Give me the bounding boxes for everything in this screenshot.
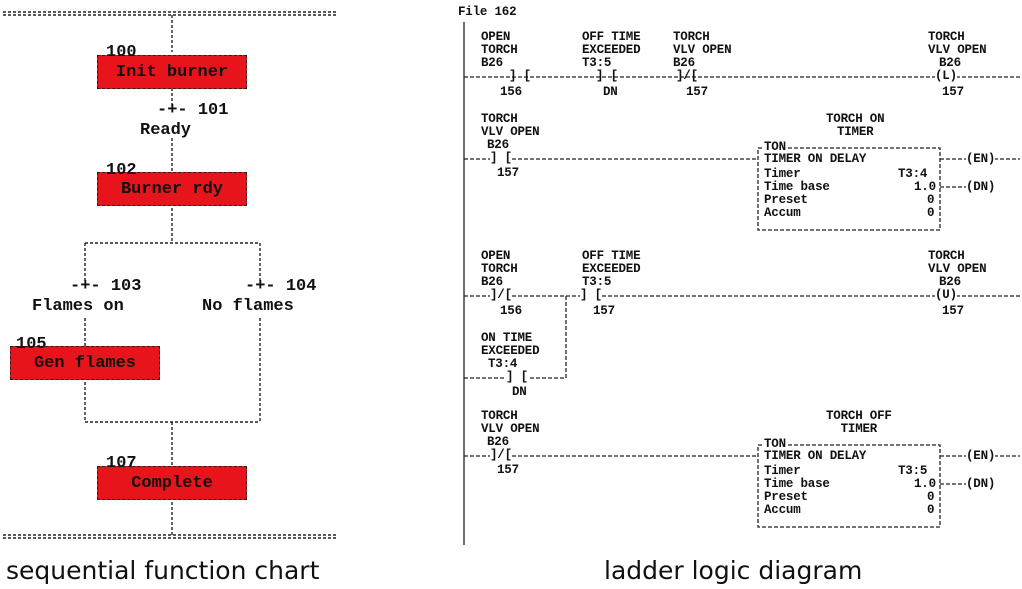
timer-title: TORCH ON TIMER [826, 112, 885, 139]
sfc-transition-104: -+- 104 [245, 277, 317, 296]
timer-param-label: Preset [764, 490, 808, 504]
sfc-transition-label: Ready [140, 121, 192, 140]
contact-symbol-xic: ] [ [490, 151, 512, 165]
sfc-step-label: Init burner [115, 62, 229, 82]
contact-description: TORCH VLV OPEN [673, 30, 732, 57]
sfc-transition-label: No flames [202, 297, 294, 316]
transition-number: 101 [197, 101, 229, 120]
timer-param-value: 1.0 [914, 477, 936, 491]
sfc-transition-103: -+- 103 [70, 277, 142, 296]
timer-param-label: Accum [764, 206, 801, 220]
contact-description: OFF TIME EXCEEDED [582, 30, 641, 57]
contact-address: B26 [487, 138, 509, 152]
contact-address: T3:4 [488, 357, 518, 371]
contact-bit: 157 [497, 166, 519, 180]
contact-bit: 157 [686, 85, 708, 99]
contact-address: T3:5 [582, 56, 612, 70]
sfc-step-label: Complete [131, 473, 213, 493]
coil-bit: 157 [942, 304, 964, 318]
sfc-step-burner-rdy: Burner rdy [97, 172, 247, 206]
timer-param-label: Time base [764, 180, 830, 194]
timer-output-en: (EN) [966, 152, 996, 166]
timer-param-value: 1.0 [914, 180, 936, 194]
timer-param-label: Timer [764, 464, 801, 478]
contact-symbol-xic: ] [ [509, 69, 531, 83]
contact-symbol-xio: ]/[ [676, 69, 698, 83]
timer-param-value: T3:5 [898, 464, 928, 478]
sfc-transition-label: Flames on [32, 297, 124, 316]
contact-bit: 157 [497, 463, 519, 477]
transition-number: 103 [110, 277, 142, 296]
contact-address: B26 [481, 275, 503, 289]
timer-param-value: T3:4 [898, 167, 928, 181]
contact-address: B26 [487, 435, 509, 449]
coil-description: TORCH VLV OPEN [928, 249, 987, 276]
contact-symbol-xio: ]/[ [490, 288, 512, 302]
coil-symbol-unlatch: (U) [935, 288, 957, 302]
timer-param-value: 0 [927, 490, 935, 504]
contact-symbol-xio: ]/[ [490, 448, 512, 462]
sfc-caption: sequential function chart [6, 556, 320, 585]
timer-instruction-name: TIMER ON DELAY [764, 152, 867, 166]
contact-description: OPEN TORCH [481, 30, 518, 57]
timer-title: TORCH OFF TIMER [826, 409, 892, 436]
sfc-step-label: Gen flames [33, 353, 137, 373]
contact-bit: 156 [500, 304, 522, 318]
sfc-transition-101: -+- 101 [157, 101, 229, 120]
coil-address: B26 [939, 275, 961, 289]
contact-bit: DN [512, 385, 527, 399]
sfc-step-number: 100 [106, 43, 137, 62]
sfc-step-number: 105 [16, 335, 47, 354]
timer-instruction-name: TIMER ON DELAY [764, 449, 867, 463]
ladder-file-label: File 162 [458, 5, 517, 19]
transition-number: 104 [285, 277, 317, 296]
contact-bit: 156 [500, 85, 522, 99]
sfc-step-number: 102 [106, 161, 137, 180]
timer-param-value: 0 [927, 503, 935, 517]
timer-param-value: 0 [927, 193, 935, 207]
sfc-step-number: 107 [106, 454, 137, 473]
contact-description: OFF TIME EXCEEDED [582, 249, 641, 276]
contact-description: OPEN TORCH [481, 249, 518, 276]
contact-symbol-xic: ] [ [506, 370, 528, 384]
contact-symbol-xic: ] [ [580, 288, 602, 302]
contact-bit: 157 [593, 304, 615, 318]
sfc-step-init-burner: Init burner [97, 55, 247, 89]
contact-symbol-xic: ] [ [596, 69, 618, 83]
timer-output-en: (EN) [966, 449, 996, 463]
contact-address: T3:5 [582, 275, 612, 289]
timer-block-type: TON [764, 140, 786, 154]
coil-description: TORCH VLV OPEN [928, 30, 987, 57]
timer-block-type: TON [764, 437, 786, 451]
timer-param-value: 0 [927, 206, 935, 220]
contact-description: TORCH VLV OPEN [481, 112, 540, 139]
timer-output-dn: (DN) [966, 180, 996, 194]
sfc-step-complete: Complete [97, 466, 247, 500]
coil-symbol-latch: (L) [935, 69, 957, 83]
coil-address: B26 [939, 56, 961, 70]
timer-output-dn: (DN) [966, 477, 996, 491]
contact-address: B26 [481, 56, 503, 70]
contact-address: B26 [673, 56, 695, 70]
contact-bit: DN [603, 85, 618, 99]
ladder-caption: ladder logic diagram [604, 556, 863, 585]
contact-description: TORCH VLV OPEN [481, 409, 540, 436]
timer-param-label: Accum [764, 503, 801, 517]
timer-param-label: Timer [764, 167, 801, 181]
coil-bit: 157 [942, 85, 964, 99]
timer-param-label: Preset [764, 193, 808, 207]
sfc-step-label: Burner rdy [120, 179, 224, 199]
contact-description: ON TIME EXCEEDED [481, 331, 540, 358]
timer-param-label: Time base [764, 477, 830, 491]
sfc-step-gen-flames: Gen flames [10, 346, 160, 380]
